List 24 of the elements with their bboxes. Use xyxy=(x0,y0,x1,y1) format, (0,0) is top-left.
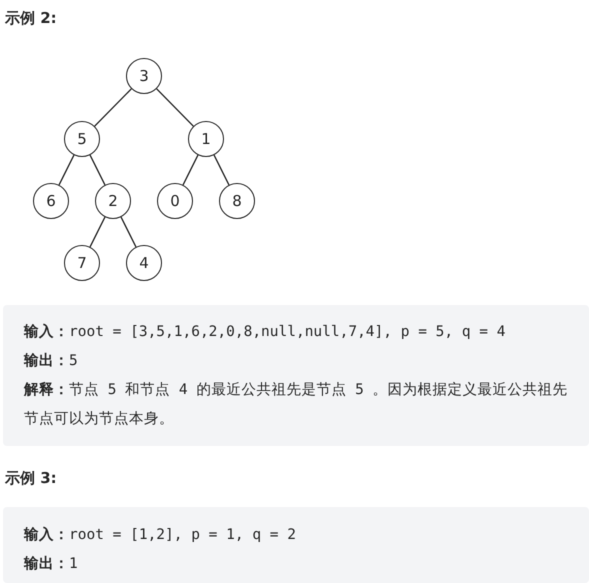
tree-edge xyxy=(213,154,230,186)
tree-edge xyxy=(89,154,106,186)
tree-node: 5 xyxy=(64,121,100,157)
tree-node: 7 xyxy=(64,245,100,281)
tree-edge xyxy=(182,154,199,186)
tree-edge xyxy=(58,154,75,186)
input-line: 输入：root = [3,5,1,6,2,0,8,null,null,7,4], p = 5, q = 4 xyxy=(24,322,506,342)
tree-edge xyxy=(89,216,106,248)
tree-node: 3 xyxy=(126,58,162,94)
heading: 示例 3: xyxy=(5,468,57,489)
tree-node: 6 xyxy=(33,183,69,219)
tree-edge xyxy=(94,88,132,127)
tree-node: 0 xyxy=(157,183,193,219)
heading: 示例 2: xyxy=(5,8,57,29)
output-line: 输出：1 xyxy=(24,554,78,574)
tree-node: 8 xyxy=(219,183,255,219)
tree-node: 4 xyxy=(126,245,162,281)
tree-node: 1 xyxy=(188,121,224,157)
tree-edge xyxy=(156,88,194,127)
output-line: 输出：5 xyxy=(24,352,78,371)
explanation-text: 解释：节点 5 和节点 4 的最近公共祖先是节点 5 。因为根据定义最近公共祖先节点可以为节点本身。 xyxy=(24,380,569,429)
tree-edge xyxy=(120,216,137,248)
input-line: 输入：root = [1,2], p = 1, q = 2 xyxy=(24,526,296,545)
tree-node: 2 xyxy=(95,183,131,219)
